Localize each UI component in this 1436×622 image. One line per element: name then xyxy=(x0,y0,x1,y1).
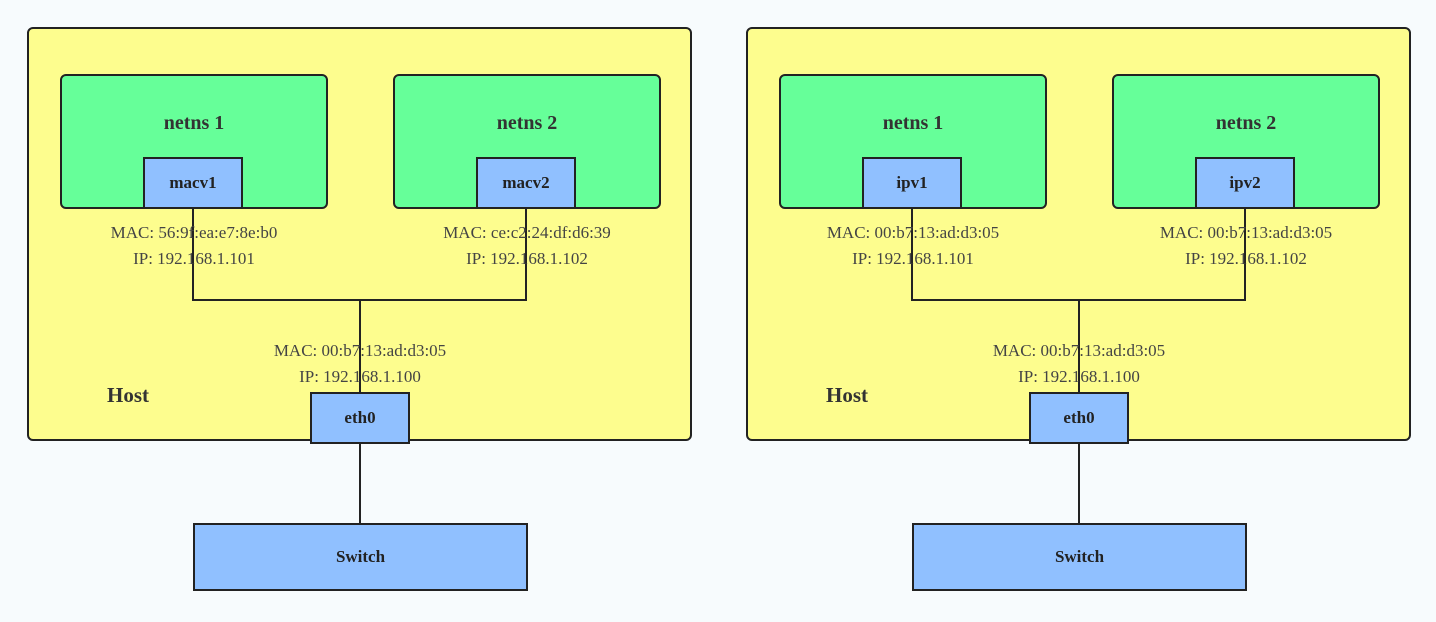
macv2-link xyxy=(525,209,527,301)
switch-link xyxy=(359,444,361,524)
macv1-ip: IP: 192.168.1.101 xyxy=(133,249,255,268)
eth0-ip: IP: 192.168.1.100 xyxy=(299,367,421,386)
eth0-uplink xyxy=(359,299,361,393)
ipvlan-diagram: netns 1 ipv1 netns 2 ipv2 MAC: 00:b7:13:… xyxy=(719,0,1436,622)
ipv2-ip: IP: 192.168.1.102 xyxy=(1185,249,1307,268)
eth0-uplink xyxy=(1078,299,1080,393)
netns-1-title: netns 1 xyxy=(882,112,944,134)
macv1-mac: MAC: 56:9f:ea:e7:8e:b0 xyxy=(110,223,278,242)
macv2-mac: MAC: ce:c2:24:df:d6:39 xyxy=(443,223,611,242)
netns-2-title: netns 2 xyxy=(496,112,558,134)
switch-box: Switch xyxy=(193,523,528,591)
ipv2-interface: ipv2 xyxy=(1195,157,1295,209)
macvlan-diagram: netns 1 macv1 netns 2 macv2 MAC: 56:9f:e… xyxy=(27,27,692,591)
host-label: Host xyxy=(107,383,149,407)
macv1-interface: macv1 xyxy=(143,157,243,209)
macv2-interface: macv2 xyxy=(476,157,576,209)
ipv1-mac: MAC: 00:b7:13:ad:d3:05 xyxy=(826,223,1000,242)
ipv1-interface: ipv1 xyxy=(862,157,962,209)
switch-box: Switch xyxy=(912,523,1247,591)
ipv1-ip: IP: 192.168.1.101 xyxy=(852,249,974,268)
netns-2-title: netns 2 xyxy=(1215,112,1277,134)
netns-1-title: netns 1 xyxy=(163,112,225,134)
macv1-link xyxy=(192,209,194,301)
eth0-interface: eth0 xyxy=(1029,392,1129,444)
eth0-mac: MAC: 00:b7:13:ad:d3:05 xyxy=(992,341,1166,360)
switch-link xyxy=(1078,444,1080,524)
ipv1-link xyxy=(911,209,913,301)
eth0-ip: IP: 192.168.1.100 xyxy=(1018,367,1140,386)
ipv2-mac: MAC: 00:b7:13:ad:d3:05 xyxy=(1159,223,1333,242)
ipv2-link xyxy=(1244,209,1246,301)
eth0-interface: eth0 xyxy=(310,392,410,444)
eth0-mac: MAC: 00:b7:13:ad:d3:05 xyxy=(273,341,447,360)
host-label: Host xyxy=(826,383,868,407)
macv2-ip: IP: 192.168.1.102 xyxy=(466,249,588,268)
